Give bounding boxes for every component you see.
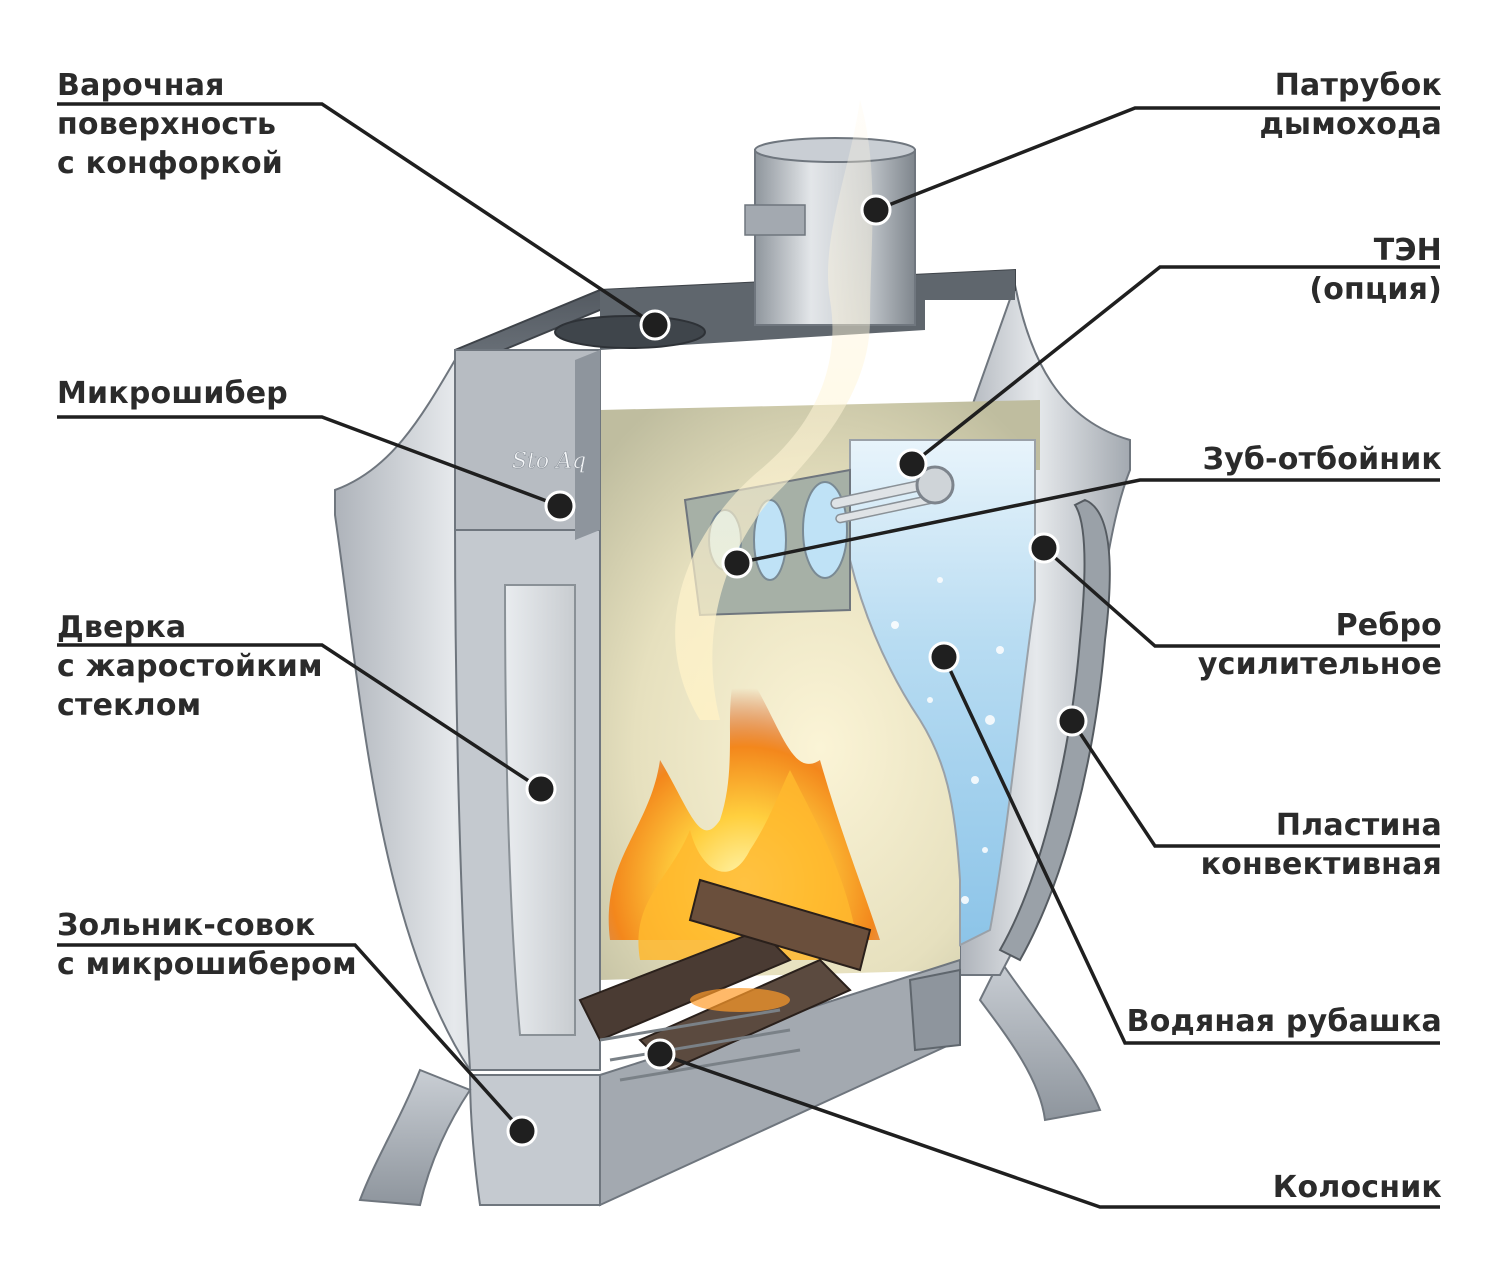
label-heating-element: ТЭН (опция) (1309, 231, 1442, 309)
label-convection-plate-line-1: Пластина (1275, 808, 1442, 843)
leader-line-water-jacket (942, 656, 1440, 1045)
label-stiffening-rib-line-2: усилительное (1197, 647, 1442, 682)
convective-plate (998, 498, 1111, 962)
label-ash-pan-line-1: Зольник-совок (57, 908, 316, 943)
label-grate-line-1: Колосник (1272, 1170, 1442, 1205)
marker-dot-flue-pipe (860, 194, 892, 226)
leader-line-ash-pan (57, 943, 524, 1133)
leader-line-flue-pipe (875, 106, 1440, 212)
marker-dot-cooktop (639, 309, 671, 341)
label-stiffening-rib: Ребро усилительное (1198, 606, 1442, 684)
label-deflector-tooth: Зуб-отбойник (1203, 440, 1442, 479)
right-leg (978, 958, 1102, 1122)
label-door-line-3: стеклом (57, 688, 202, 723)
marker-dot-deflector-tooth (721, 547, 753, 579)
label-heating-element-line-1: ТЭН (1373, 233, 1442, 268)
label-cooktop: Варочная поверхность с конфоркой (57, 66, 283, 183)
heating-element (830, 465, 955, 524)
label-flue-pipe-line-2: дымохода (1259, 107, 1442, 142)
label-water-jacket-line-1: Водяная рубашка (1126, 1004, 1442, 1039)
leader-line-heating-element (910, 265, 1440, 466)
front-column-inner (575, 350, 600, 540)
leader-line-convection-plate (1070, 720, 1440, 848)
label-water-jacket: Водяная рубашка (1127, 1002, 1442, 1041)
marker-dot-door (525, 773, 557, 805)
leader-line-stiffening-rib (1042, 546, 1440, 648)
label-door-line-2: с жаростойким (57, 649, 323, 684)
label-cooktop-line-3: с конфоркой (57, 146, 283, 181)
leader-line-grate (659, 1052, 1440, 1209)
label-stiffening-rib-line-1: Ребро (1335, 608, 1442, 643)
brand-logo: Sto Aq (512, 449, 586, 474)
leader-line-cooktop (57, 102, 656, 327)
water-bubbles (891, 577, 1004, 904)
marker-dot-micro-damper (544, 490, 576, 522)
side-box (908, 968, 961, 1052)
label-micro-damper-line-1: Микрошибер (57, 376, 288, 411)
cooktop-burner (554, 315, 706, 349)
label-convection-plate-line-2: конвективная (1200, 847, 1442, 882)
marker-dot-grate (644, 1038, 676, 1070)
label-ash-pan: Зольник-совок с микрошибером (57, 906, 357, 984)
marker-dot-heating-element (896, 448, 928, 480)
water-jacket (849, 439, 1036, 947)
marker-dot-stiffening-rib (1028, 532, 1060, 564)
label-door-line-1: Дверка (57, 610, 187, 645)
label-micro-damper: Микрошибер (57, 374, 288, 413)
marker-dot-water-jacket (928, 641, 960, 673)
label-convection-plate: Пластина конвективная (1201, 806, 1442, 884)
label-heating-element-line-2: (опция) (1309, 272, 1442, 307)
logs (578, 878, 872, 1072)
grate (599, 1008, 801, 1082)
label-ash-pan-line-2: с микрошибером (57, 947, 357, 982)
label-grate: Колосник (1273, 1168, 1442, 1207)
leader-line-door (57, 643, 542, 791)
leader-line-micro-damper (57, 415, 561, 508)
door-glass (503, 584, 576, 1036)
marker-dot-ash-pan (506, 1115, 538, 1147)
label-deflector-tooth-line-1: Зуб-отбойник (1202, 442, 1442, 477)
label-cooktop-line-1: Варочная (57, 68, 225, 103)
leader-lines (57, 102, 1440, 1209)
label-door: Дверка с жаростойким стеклом (57, 608, 323, 725)
label-cooktop-line-2: поверхность (57, 107, 277, 142)
left-leg (358, 1068, 472, 1207)
label-flue-pipe-line-1: Патрубок (1274, 68, 1442, 103)
leader-line-deflector-tooth (736, 478, 1440, 565)
marker-dot-convection-plate (1056, 705, 1088, 737)
label-flue-pipe: Патрубок дымохода (1259, 66, 1442, 144)
